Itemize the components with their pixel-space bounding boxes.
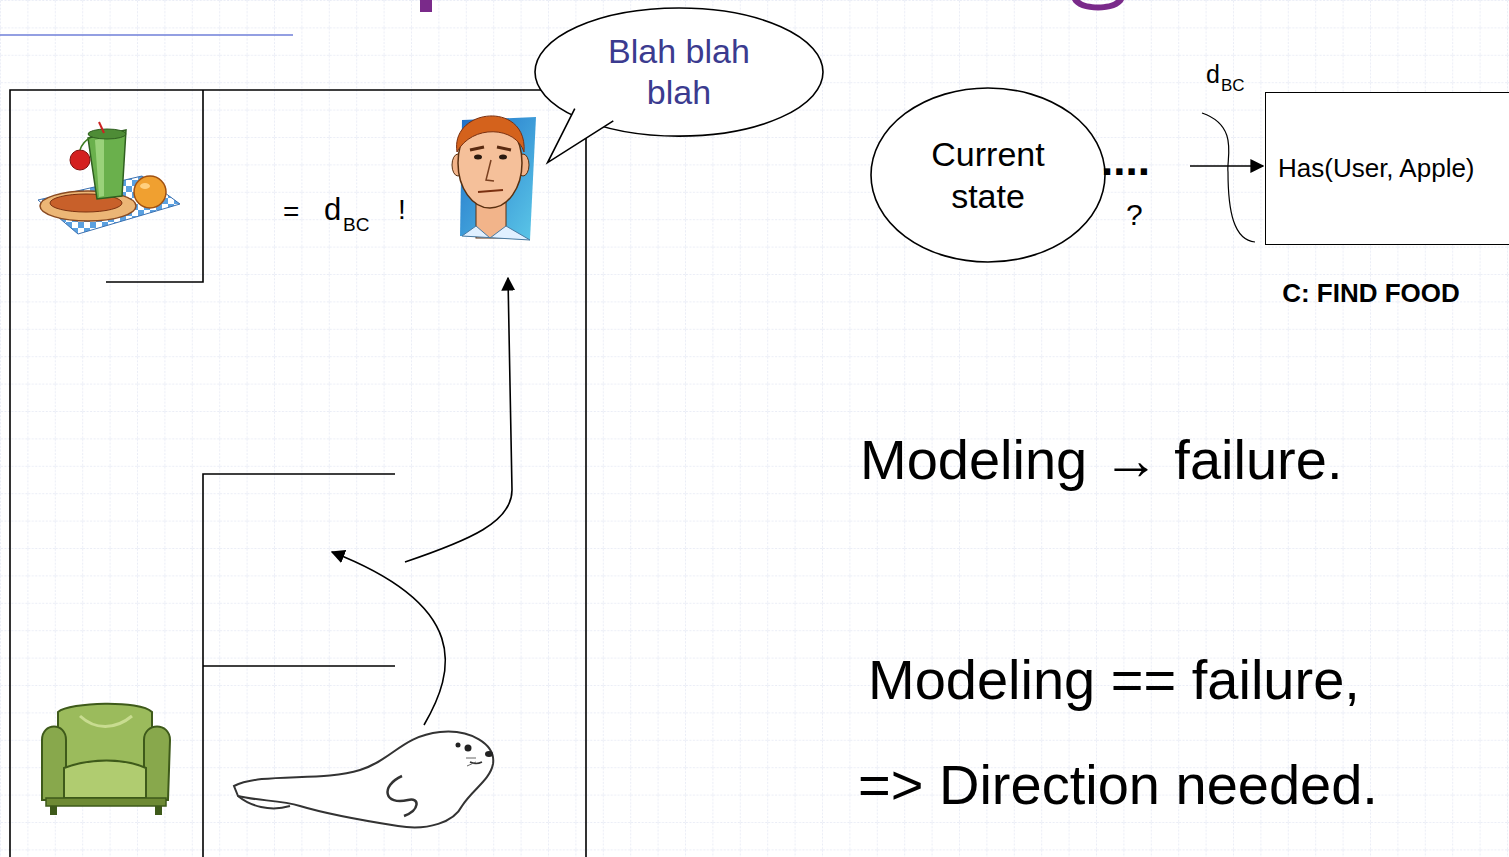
seal-figure-part [456,743,461,748]
state-circle: Current state [870,87,1106,263]
person-icon-part [486,160,494,181]
person-icon-part [470,147,511,150]
title-fragment-part [420,0,432,12]
path-arrows-part [405,278,512,562]
title-underline [0,34,293,36]
person-icon-part [457,116,525,152]
seal-figure [234,732,493,828]
seal-figure-part [238,796,290,808]
room-walls-part [10,90,586,857]
armchair-icon-part [155,806,162,815]
food-icon-part [95,138,104,197]
state-text: Current state [908,133,1068,218]
person-icon-part [499,155,507,160]
armchair-icon-part [46,798,166,806]
distance-subscript: BC [343,215,369,234]
distance-subscript: BC [1221,77,1245,94]
title-fragment [420,0,1124,12]
food-icon-part [88,129,126,139]
person-icon-part [462,226,530,240]
state-circle-outline [870,87,1106,263]
armchair-icon-part [50,806,57,815]
speech-bubble: Blah blah blah [534,7,824,137]
person-icon-part [474,155,482,160]
armchair-icon-part [80,716,132,727]
question-mark: ? [1126,200,1143,230]
food-icon [38,122,180,234]
equals-sign: = [283,198,299,226]
food-icon-part [140,183,150,189]
food-icon-part [134,176,166,208]
state-circle-ellipse [871,88,1105,262]
path-arrows-part [332,552,445,725]
food-icon-part [99,122,104,133]
armchair-icon-part [144,727,170,801]
exclamation: ! [398,196,406,224]
speech-bubble-outline [534,7,824,137]
food-icon-part [70,150,90,170]
seal-figure-part [466,758,476,766]
brace [1202,113,1255,242]
goal-text: Has(User, Apple) [1278,153,1475,184]
seal-figure-part [485,751,493,757]
speech-text: Blah blah blah [579,31,779,113]
distance-symbol: d [1206,62,1220,87]
armchair-icon-part [64,761,146,799]
seal-figure-part [465,745,472,752]
ellipsis: .... [1101,138,1150,182]
room-walls-part [203,665,395,667]
person-icon-part [478,190,503,192]
title-fragment-part [1072,0,1124,11]
distance-symbol: d [324,194,341,225]
goal-box: Has(User, Apple)C: FIND FOOD [1265,92,1509,245]
food-icon-part [80,138,90,150]
path-arrows [332,278,512,725]
bubble-tail [548,109,614,163]
seal-figure-part [388,776,417,816]
food-icon-part [88,130,126,199]
goal-arrow [1190,165,1263,167]
goal-heading: C: FIND FOOD [1266,278,1476,309]
armchair-icon [42,704,170,815]
room-walls [10,90,586,857]
statement: Modeling → failure. [860,432,1342,488]
statement: Modeling == failure, [868,652,1360,708]
statement: => Direction needed. [858,757,1378,813]
armchair-icon-part [42,727,66,801]
person-icon [452,116,536,240]
seal-figure-part [234,732,493,828]
